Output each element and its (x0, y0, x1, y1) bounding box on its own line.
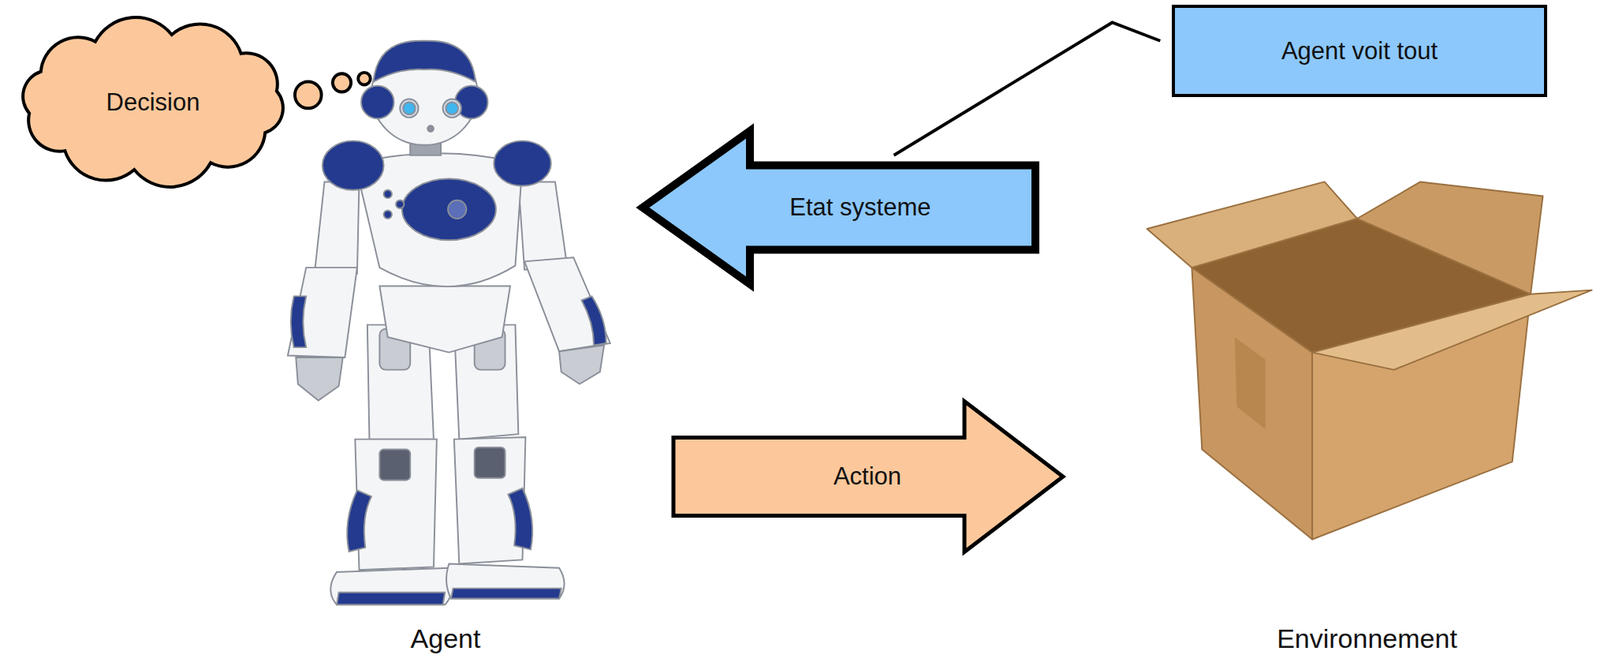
robot-knee (474, 447, 506, 478)
robot-accent (346, 489, 372, 552)
environment-figure: Environnement (1142, 178, 1592, 661)
box-back-flap (1357, 181, 1544, 294)
agent-figure: Agent (260, 41, 631, 661)
robot-forearm (287, 267, 358, 358)
robot-vent (384, 210, 392, 219)
robot-accent (507, 488, 533, 550)
arrow-label: Action (833, 462, 902, 491)
node-text: Agent (410, 622, 482, 654)
robot-forearm (524, 257, 611, 351)
box-illustration (1146, 181, 1592, 539)
cloud-path (22, 17, 284, 187)
block-arrow (642, 130, 1036, 284)
thought-cloud: Decision (10, 14, 296, 190)
robot-accent (581, 295, 607, 345)
robot-upper-arm (314, 181, 360, 276)
robot-mouth (427, 125, 434, 132)
robot-knee (379, 449, 411, 481)
robot-chest-button (447, 200, 467, 219)
box-right-flap (1312, 290, 1593, 370)
robot-hand (559, 345, 605, 385)
box-left-face (1191, 267, 1313, 539)
box-left-flap (1146, 181, 1358, 268)
robot-shoulder (322, 141, 385, 191)
robot-eye-ring (443, 99, 462, 118)
robot-vent (395, 200, 404, 209)
robot-upper-arm (518, 181, 567, 269)
robot-pelvis (379, 285, 511, 352)
robot-shoulder (493, 141, 551, 187)
robot-sole (451, 588, 562, 599)
robot-head-cap (373, 41, 476, 83)
robot-eye (402, 101, 416, 115)
leader-line (894, 22, 1161, 155)
robot-vent (384, 190, 392, 198)
block-arrow (673, 401, 1063, 552)
robot-ear (361, 85, 394, 119)
robot-illustration (287, 41, 611, 605)
robot-sole (336, 592, 445, 605)
robot-eye-ring (399, 99, 418, 118)
node-text: Decision (106, 88, 201, 117)
robot-hand (295, 357, 344, 400)
callout-box: Agent voit tout (1171, 4, 1548, 97)
bubble (294, 82, 322, 109)
robot-foot (446, 563, 565, 599)
bubble (332, 73, 351, 92)
arrow-label: Etat systeme (789, 193, 931, 222)
box-label (1234, 336, 1266, 429)
bubble (358, 72, 371, 86)
robot-foot (330, 567, 452, 605)
robot-chest (402, 179, 497, 241)
node-text: Environnement (1276, 622, 1458, 654)
robot-accent (290, 295, 306, 347)
robot-eye (445, 101, 459, 115)
thought-bubbles (294, 72, 371, 109)
node-text: Agent voit tout (1281, 37, 1438, 66)
